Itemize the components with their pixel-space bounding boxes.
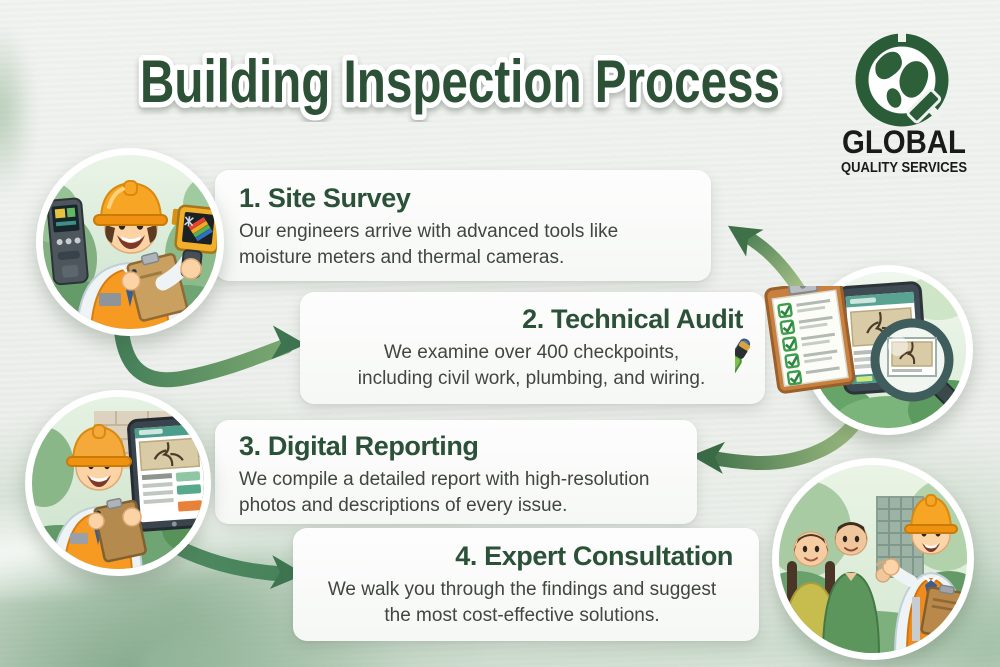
step-description: We compile a detailed report with high-r…: [239, 469, 650, 517]
moisture-meter: [46, 197, 89, 286]
page-title-art: Building Inspection Process: [135, 43, 786, 121]
flow-arrow-up-left: [727, 225, 815, 311]
step-description: We examine over 400 checkpoints, includi…: [357, 342, 706, 390]
expert-consultation-illustration: [772, 458, 974, 660]
step-card-digital-reporting: 3. Digital Reporting We compile a detail…: [215, 420, 697, 524]
step-card-technical-audit: 2. Technical Audit We examine over 400 c…: [300, 292, 765, 404]
site-survey-illustration: [36, 148, 224, 336]
consultant-with-clients-icon: [779, 465, 967, 653]
digital-reporting-illustration: [25, 390, 211, 576]
hard-hat: [93, 180, 168, 226]
company-logo: GLOBAL QUALITY SERVICES: [841, 28, 967, 176]
step-title: 4. Expert Consultation: [455, 541, 733, 571]
checklist-tablet-magnifier-icon: [810, 272, 966, 428]
engineer-figure: [76, 180, 217, 329]
step-card-site-survey: 1. Site Survey Our engineers arrive with…: [215, 170, 711, 281]
step-card-expert-consultation: 4. Expert Consultation We walk you throu…: [293, 528, 759, 641]
technical-audit-illustration: [803, 265, 973, 435]
magnifying-glass: [870, 318, 966, 414]
watercolor-top-left: [0, 25, 35, 195]
q-tail: [906, 88, 942, 124]
logo-tagline: QUALITY SERVICES: [841, 160, 967, 176]
logo-name: GLOBAL: [842, 124, 966, 160]
page-title: Building Inspection Process: [140, 48, 780, 115]
fan-icon: [184, 216, 194, 227]
engineer-with-thermal-camera-icon: [43, 155, 217, 329]
thermal-camera: [171, 204, 217, 280]
step-title: 2. Technical Audit: [522, 304, 743, 334]
step-title: 3. Digital Reporting: [239, 431, 479, 461]
globe-q-icon: [855, 28, 949, 127]
clipboard: [920, 584, 966, 640]
step-description: We walk you through the findings and sug…: [327, 579, 717, 627]
engineer-with-report-tablet-icon: [32, 397, 204, 569]
step-title: 1. Site Survey: [239, 183, 411, 213]
step-description: Our engineers arrive with advanced tools…: [239, 221, 619, 269]
